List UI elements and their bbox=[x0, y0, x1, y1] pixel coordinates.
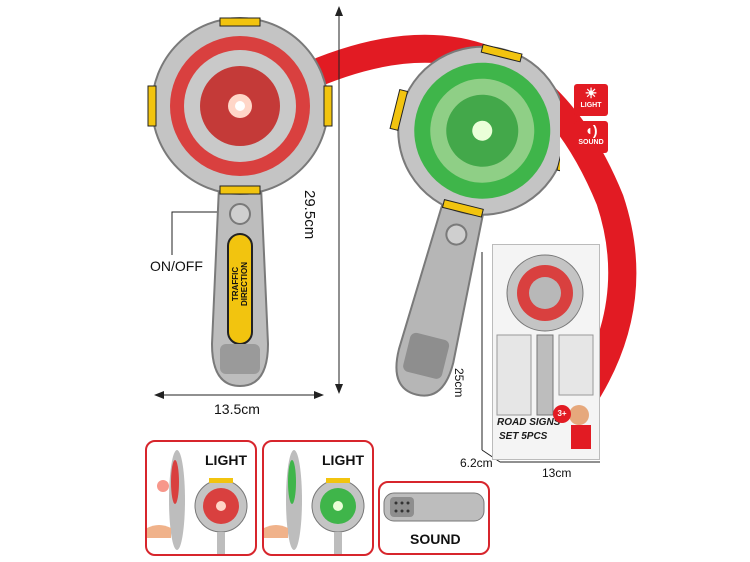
box-width-dimension: 13cm bbox=[542, 466, 572, 480]
on-off-label: ON/OFF bbox=[150, 258, 203, 274]
sound-panel: SOUND bbox=[378, 481, 490, 555]
box-depth-dimension: 6.2cm bbox=[460, 456, 493, 470]
light-green-illustration bbox=[264, 450, 365, 554]
traffic-paddle-red bbox=[147, 17, 333, 388]
sound-title: SOUND bbox=[410, 531, 461, 547]
light-red-panel: LIGHT bbox=[145, 440, 257, 556]
height-dimension: 29.5cm bbox=[301, 190, 318, 240]
package-title-line1: ROAD SIGNS bbox=[497, 417, 561, 428]
width-dimension: 13.5cm bbox=[214, 401, 260, 417]
sound-badge: ◖) SOUND bbox=[574, 121, 608, 153]
handle-label: TRAFFIC DIRECTION bbox=[231, 262, 249, 306]
sound-illustration bbox=[383, 492, 485, 522]
light-green-panel: LIGHT bbox=[262, 440, 374, 556]
package-artwork bbox=[496, 254, 594, 449]
box-height-dimension: 25cm bbox=[452, 368, 466, 398]
light-green-title: LIGHT bbox=[322, 452, 364, 468]
sound-icon: ◖) bbox=[584, 122, 598, 138]
package-title-line2: SET 5PCS bbox=[499, 431, 548, 442]
traffic-paddle-green bbox=[389, 43, 560, 397]
light-badge: ☀ LIGHT bbox=[574, 84, 608, 116]
light-red-title: LIGHT bbox=[205, 452, 247, 468]
light-icon: ☀ bbox=[584, 85, 598, 101]
package-box: ROAD SIGNS SET 5PCS 3+ bbox=[492, 244, 600, 460]
age-badge: 3+ bbox=[553, 405, 571, 423]
light-red-illustration bbox=[147, 450, 248, 554]
